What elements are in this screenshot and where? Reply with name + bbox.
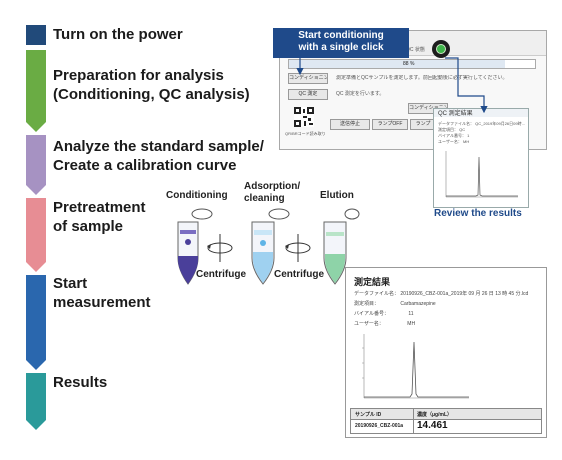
qc-row-2: 測定項目： QC — [438, 127, 466, 132]
elution-tube-icon — [323, 208, 360, 285]
qc-window-title: QC 測定結果 — [438, 111, 473, 117]
conditioning-label: Conditioning — [166, 190, 228, 201]
status-led-icon — [436, 44, 446, 54]
qc-message: QC 測定を行います。 — [336, 91, 385, 97]
progress-text: 88 % — [403, 61, 415, 67]
elution-label: Elution — [320, 190, 354, 201]
adsorption-label: Adsorption/cleaning — [244, 181, 301, 204]
results-vial-row: バイアル番号： 11 — [354, 311, 414, 317]
table-header-sample-id: サンプル ID — [355, 412, 382, 418]
step-marker-power — [26, 25, 46, 45]
progress-bar-fill — [289, 60, 506, 68]
conditioning-message: 測定準備とQCサンプルを測定します。前回起動後に必ず実行してください。 — [336, 75, 508, 81]
step-arrow-standard — [26, 135, 46, 195]
step-preparation-label: Preparation for analysis(Conditioning, Q… — [53, 67, 250, 103]
results-file-row: データファイル名： 20190926_CBZ-001a_2019年 09 月 2… — [354, 291, 529, 297]
tube-illustrations — [177, 208, 360, 285]
step-power-label: Turn on the power — [53, 26, 183, 43]
results-item-row: 測定項目： Carbamazepine — [354, 301, 436, 307]
step-arrows — [26, 25, 46, 430]
centrifuge-rotate-icon-2 — [285, 234, 311, 262]
progress-bar: 88 % — [288, 59, 536, 69]
results-user-row: ユーザー名： MH — [354, 321, 416, 327]
qc-measure-button[interactable]: QC 測定 — [288, 89, 328, 100]
step-arrow-pretreatment — [26, 198, 46, 272]
qc-row-1: データファイル名： QC_2019年09月26日09時... — [438, 121, 525, 126]
qc-row-3: バイアル番号： 1 — [438, 133, 470, 138]
send-stop-button[interactable]: 送信停止 — [330, 119, 370, 130]
step-arrow-results — [26, 373, 46, 430]
results-title: 測定結果 — [354, 277, 391, 287]
centrifuge-label-2: Centrifuge — [274, 269, 324, 280]
step-arrow-measurement — [26, 275, 46, 370]
qr-caption: QR/BRコード読み取り — [285, 131, 326, 136]
results-chromatogram — [362, 334, 469, 399]
conditioning-tube-icon — [177, 208, 213, 285]
review-results-label: Review the results — [434, 208, 522, 219]
step-results-label: Results — [53, 374, 108, 391]
qr-code-icon — [294, 107, 314, 127]
qc-status-label: QC 状態 — [406, 47, 425, 53]
table-cell-concentration: 14.461 — [417, 420, 448, 431]
qc-chromatogram — [445, 151, 518, 198]
table-header-concentration: 濃度（μg/mL） — [417, 412, 453, 418]
adsorption-tube-icon — [251, 208, 290, 285]
power-button[interactable] — [432, 40, 450, 58]
start-conditioning-callout: Start conditioning with a single click — [273, 28, 409, 58]
measurement-results-window: 測定結果 データファイル名： 20190926_CBZ-001a_2019年 0… — [345, 267, 547, 438]
lamp-off-button[interactable]: ランプOFF — [372, 119, 408, 130]
centrifuge-label-1: Centrifuge — [196, 269, 246, 280]
qc-row-4: ユーザー名： MH — [438, 139, 470, 144]
centrifuge-rotate-icon-1 — [207, 234, 233, 262]
step-arrow-preparation — [26, 50, 46, 132]
step-standard-label: Analyze the standard sample/Create a cal… — [53, 138, 264, 174]
table-cell-sample-id: 20190926_CBZ-001a — [355, 423, 404, 429]
conditioning-button[interactable]: コンディショニング — [288, 73, 328, 84]
results-table: サンプル ID 濃度（μg/mL） 20190926_CBZ-001a 14.4… — [350, 408, 542, 434]
